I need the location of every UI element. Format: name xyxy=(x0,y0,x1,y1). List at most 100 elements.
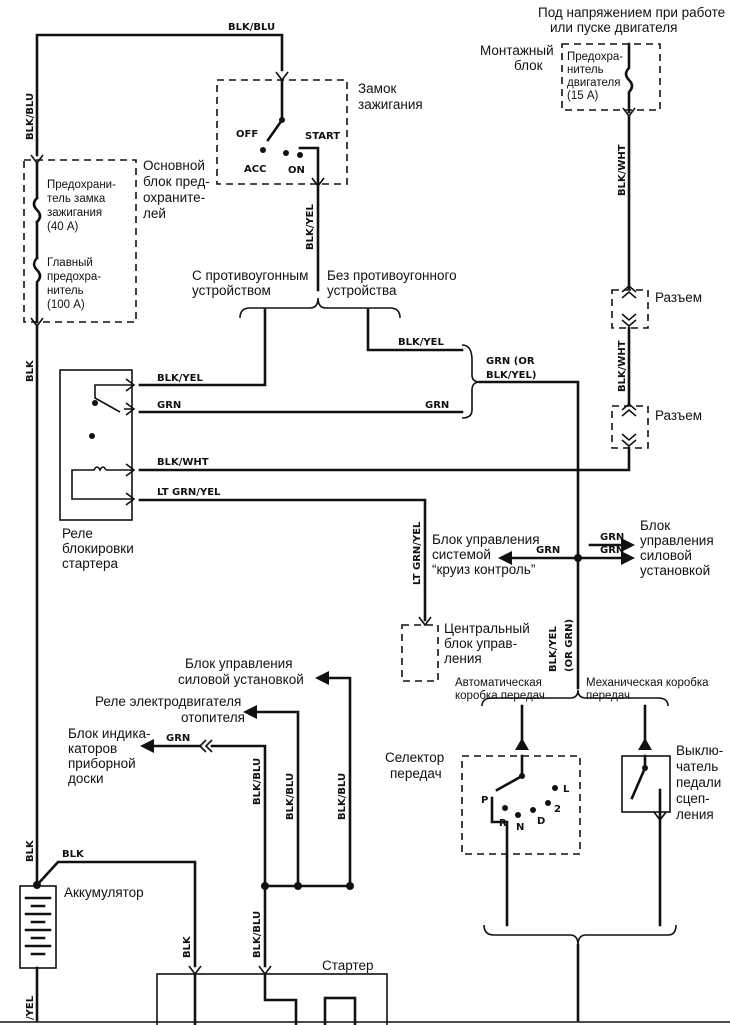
gear-d: D xyxy=(537,816,545,827)
selector-contact-n xyxy=(515,812,521,818)
wire-label-grn-or-1: GRN (OR xyxy=(486,356,535,367)
engine-fuse-label-3: двигателя xyxy=(567,77,620,89)
ign-fuse-label-1: Предохрани- xyxy=(47,179,116,191)
with-antitheft-label-1: С противоугонным xyxy=(192,268,308,283)
ign-fuse-label-4: (40 А) xyxy=(47,221,78,233)
wire-label-top: BLK/BLU xyxy=(228,22,275,33)
wire-grn-trunk xyxy=(478,380,580,557)
engine-fuse-label-4: (15 А) xyxy=(567,90,598,102)
starter-connectors xyxy=(188,965,272,976)
junction-bus-3 xyxy=(346,882,354,890)
pcm-right-label-1: Блок xyxy=(640,518,670,533)
wire-label-left-upper: BLK/BLU xyxy=(25,93,36,140)
cruise-label-3: “круиз контроль” xyxy=(432,562,535,577)
without-antitheft-label-2: устройства xyxy=(327,283,397,298)
ign-fuse-label-2: тель замка xyxy=(47,193,106,205)
wire-blk-wht-to-relay xyxy=(138,446,631,472)
engine-fuse-symbol xyxy=(624,42,634,114)
wire-blk-blu-pcm xyxy=(323,676,352,888)
battery-terminal-pos xyxy=(33,881,41,889)
arrow-to-selector xyxy=(515,738,529,750)
wire-trans-outputs xyxy=(505,818,662,927)
wire-label-relay-4: LT GRN/YEL xyxy=(157,487,221,498)
selector-contact-l xyxy=(552,785,558,791)
connector-2-top xyxy=(621,402,637,417)
dash-label-1: Блок индика- xyxy=(68,726,151,741)
cruise-label-1: Блок управления xyxy=(432,532,540,547)
grn-or-brace xyxy=(461,344,481,419)
pos-acc: ACC xyxy=(244,164,266,175)
starter-internal-wires xyxy=(193,972,298,1025)
wire-label-blk-mid: BLK/BLU xyxy=(252,758,263,805)
wire-label-relay-1: BLK/YEL xyxy=(157,373,203,384)
connector-1-label: Разъем xyxy=(655,290,702,305)
bottom-join-brace xyxy=(483,924,677,946)
main-fuse-block-label-4: лей xyxy=(143,206,166,221)
ignition-lock-label-1: Замок xyxy=(358,81,396,96)
selector-pivot xyxy=(519,773,525,779)
connector-1-top xyxy=(621,284,637,299)
pcm-right-label-3: силовой xyxy=(640,548,692,563)
dash-connector xyxy=(198,739,213,753)
connector-2-bottom xyxy=(621,433,637,448)
wire-label-starter-blu: BLK/BLU xyxy=(252,911,263,958)
wire-blk-blu-dash xyxy=(210,744,267,888)
main-fuse-block-label-3: охраните- xyxy=(143,190,205,205)
mount-block-label-1: Монтажный xyxy=(480,43,554,58)
wire-label-right-top: BLK/WHT xyxy=(617,144,628,196)
wire-label-right-mid: BLK/WHT xyxy=(617,340,628,392)
selector-lever xyxy=(495,754,524,792)
wire-label-left-low: BLK xyxy=(25,839,36,862)
ignition-switch-pivot xyxy=(279,117,285,123)
clutch-label-2: чатель xyxy=(676,759,718,774)
with-antitheft-label-2: устройством xyxy=(192,283,271,298)
starter-relay-label-1: Реле xyxy=(62,526,93,541)
wire-label-vert-or-grn: (OR GRN) xyxy=(564,619,575,672)
arrow-to-pcm xyxy=(621,538,635,565)
relay-pin-1 xyxy=(125,378,136,392)
clutch-label-3: педали xyxy=(676,775,721,790)
selector-contact-r xyxy=(502,805,508,811)
central-unit-connector xyxy=(418,616,432,627)
starter-box xyxy=(156,973,388,1025)
relay-pin-3 xyxy=(125,463,136,477)
gear-r: R xyxy=(499,818,507,829)
arrow-to-dash xyxy=(140,739,154,753)
main-fuse-block xyxy=(23,159,137,323)
top-note-line-1: Под напряжением при работе xyxy=(538,5,725,20)
wire-blk-blu-top xyxy=(35,33,284,157)
wire-blk-yel-relay xyxy=(138,308,267,387)
wire-label-no-antitheft: BLK/YEL xyxy=(398,337,444,348)
transmission-brace xyxy=(481,689,669,707)
dash-label-3: приборной xyxy=(68,756,136,771)
wire-label-relay-2b: GRN xyxy=(425,400,449,411)
wire-label-bottom-yel: /YEL xyxy=(25,995,36,1020)
selector-output xyxy=(490,796,509,858)
dash-label-4: доски xyxy=(68,771,104,786)
gear-n: N xyxy=(516,822,524,833)
wire-label-lt-vert: LT GRN/YEL xyxy=(412,521,423,585)
gear-selector-label-2: передач xyxy=(390,766,442,781)
relay-contact-pivot xyxy=(92,400,98,406)
central-unit-label-3: ления xyxy=(444,651,482,666)
starter-label: Стартер xyxy=(322,958,374,973)
pos-start: START xyxy=(305,131,340,142)
selector-contact-2 xyxy=(545,800,551,806)
connector-1-box xyxy=(611,289,649,329)
arrow-to-heater xyxy=(243,705,257,719)
heater-label-1: Реле электродвигателя xyxy=(95,694,241,709)
wire-blk-battery-top xyxy=(35,860,197,968)
pcm-right-label-4: установкой xyxy=(640,563,710,578)
wire-label-starter-blk: BLK xyxy=(182,935,193,958)
clutch-switch-pivot xyxy=(642,765,648,771)
wire-label-relay-3: BLK/WHT xyxy=(157,457,209,468)
selector-contact-d xyxy=(530,807,536,813)
cruise-label-2: системой xyxy=(432,547,491,562)
clutch-label-5: ления xyxy=(676,807,714,822)
relay-contact-fixed xyxy=(89,433,95,439)
main-fuse-label-4: (100 А) xyxy=(47,299,85,311)
ignition-switch-lever xyxy=(266,78,284,142)
ignition-fuse-symbol xyxy=(32,161,42,224)
clutch-label-4: сцеп- xyxy=(676,791,710,806)
